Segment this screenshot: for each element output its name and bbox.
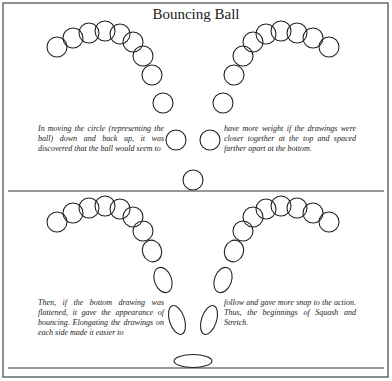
caption-text: Then, if the bottom drawing was flattene…	[38, 298, 164, 338]
ball-arc-bottom	[47, 196, 339, 368]
frame	[3, 3, 388, 377]
caption-text: follow and gave more snap to the action.…	[224, 298, 356, 328]
ground-line	[8, 190, 384, 191]
caption-text: In moving the circle (representing the b…	[38, 124, 164, 154]
ball-arc-top	[47, 21, 339, 190]
caption-text: have more weight if the drawings were cl…	[224, 124, 356, 154]
diagram-title: Bouncing Ball	[150, 6, 242, 23]
